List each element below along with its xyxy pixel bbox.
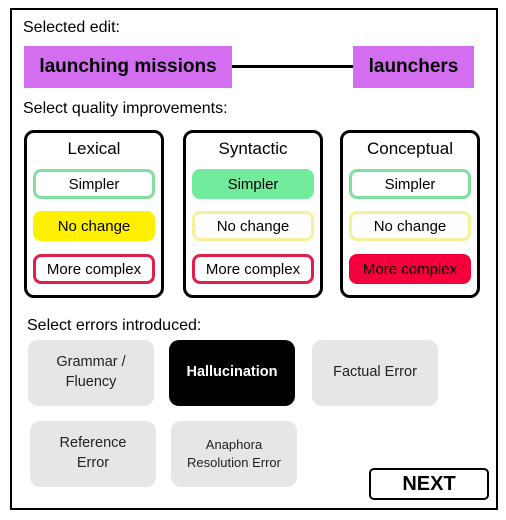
edit-source-chip[interactable]: launching missions: [24, 46, 232, 88]
anaphora-line1: Anaphora: [205, 437, 263, 453]
edit-target-chip[interactable]: launchers: [353, 46, 474, 88]
conceptual-no-change-option[interactable]: No change: [349, 211, 471, 241]
factual-error-label: Factual Error: [333, 364, 417, 381]
syntactic-title: Syntactic: [218, 139, 288, 158]
reference-error-line1: Reference: [59, 435, 127, 452]
grammar-fluency-line1: Grammar /: [56, 354, 126, 371]
edit-connector-line: [232, 65, 353, 68]
conceptual-card: Conceptual Simpler No change More comple…: [340, 130, 480, 298]
lexical-no-change-option[interactable]: No change: [33, 211, 155, 241]
factual-error-button[interactable]: Factual Error: [312, 340, 438, 406]
selected-edit-label: Selected edit:: [23, 19, 120, 36]
grammar-fluency-error-button[interactable]: Grammar / Fluency: [28, 340, 154, 406]
hallucination-error-button[interactable]: Hallucination: [169, 340, 295, 406]
lexical-more-complex-option[interactable]: More complex: [33, 254, 155, 284]
anaphora-line2: Resolution Error: [187, 455, 281, 470]
next-button[interactable]: NEXT: [369, 468, 489, 500]
syntactic-more-complex-option[interactable]: More complex: [192, 254, 314, 284]
hallucination-label: Hallucination: [186, 364, 278, 381]
syntactic-card: Syntactic Simpler No change More complex: [183, 130, 323, 298]
quality-improvements-label: Select quality improvements:: [23, 100, 228, 117]
syntactic-simpler-option[interactable]: Simpler: [192, 169, 314, 199]
lexical-card: Lexical Simpler No change More complex: [24, 130, 164, 298]
lexical-title: Lexical: [67, 139, 121, 158]
syntactic-no-change-option[interactable]: No change: [192, 211, 314, 241]
conceptual-title: Conceptual: [366, 139, 453, 158]
grammar-fluency-line2: Fluency: [65, 374, 117, 390]
lexical-simpler-option[interactable]: Simpler: [33, 169, 155, 199]
conceptual-simpler-option[interactable]: Simpler: [349, 169, 471, 199]
conceptual-more-complex-option[interactable]: More complex: [349, 254, 471, 284]
reference-error-line2: Error: [76, 455, 110, 471]
annotation-panel: Selected edit: launching missions launch…: [10, 8, 498, 510]
errors-introduced-label: Select errors introduced:: [27, 317, 202, 334]
